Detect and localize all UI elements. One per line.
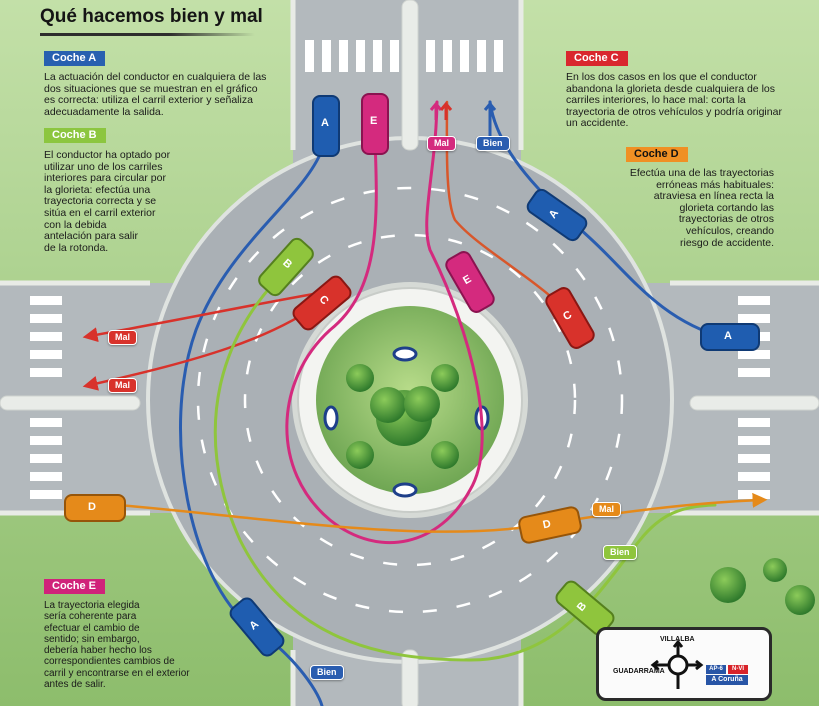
coche-d-text: Efectúa una de las trayectorias erróneas…	[612, 167, 774, 249]
car-a-top: A	[312, 95, 340, 157]
coche-c-line: carriles interiores, lo hace mal: corta …	[566, 94, 746, 107]
coche-e-line: sería coherente para	[44, 611, 137, 623]
coche-b-text: El conductor ha optado por utilizar uno …	[44, 149, 171, 254]
coche-b-line: la glorieta: efectúa una	[44, 183, 151, 196]
coche-d-line: riesgo de accidente.	[680, 236, 774, 249]
exit-arrows	[429, 101, 497, 120]
coche-d-line: atraviesa en línea recta la	[653, 190, 774, 203]
coche-a-line: adecuadamente la salida.	[44, 105, 164, 118]
coche-a-badge: Coche A	[44, 51, 106, 66]
coche-e-line: efectuar el cambio de	[44, 622, 140, 634]
mal-tag-left-1: Mal	[108, 330, 138, 345]
roundabout-signs	[323, 346, 490, 498]
coche-e-line: debería haber hecho los	[44, 645, 152, 657]
coche-c-badge: Coche C	[566, 51, 628, 66]
sign-road-nvi: N-VI	[728, 665, 748, 674]
bien-tag-bottom: Bien	[310, 665, 344, 680]
coche-e-line: La trayectoria elegida	[44, 600, 140, 611]
path-car-e	[285, 100, 484, 544]
mal-tag-left-2: Mal	[108, 378, 138, 393]
sign-north-label: VILLALBA	[660, 636, 695, 643]
coche-b-line: utilizar uno de los carriles	[44, 160, 163, 173]
coche-e-badge: Coche E	[44, 579, 106, 594]
title-rule	[40, 33, 255, 36]
coche-a-line: es correcta: utiliza el carril exterior …	[44, 94, 253, 107]
page-title: Qué hacemos bien y mal	[40, 6, 263, 27]
path-car-b	[213, 263, 717, 662]
coche-b-badge: Coche B	[44, 128, 106, 143]
coche-c-line: un accidente.	[566, 117, 629, 130]
bien-tag-right: Bien	[603, 545, 637, 560]
coche-e-line: correspondientes cambios de	[44, 656, 175, 668]
lane-markings	[196, 186, 624, 614]
coche-d-badge: Coche D	[626, 147, 688, 162]
coche-c-text: En los dos casos en los que el conductor…	[566, 71, 782, 130]
coche-b-line: sitúa en el carril exterior	[44, 206, 156, 219]
coche-c-line: abandona la glorieta desde cualquiera de…	[566, 82, 775, 95]
coche-b-line: trayectoria correcta y se	[44, 195, 157, 208]
coche-c-line: trayectoria de otros vehículos y podría …	[566, 105, 782, 118]
roadside-bushes	[710, 558, 815, 615]
path-car-a-left	[179, 148, 324, 706]
car-d-left: D	[64, 494, 126, 522]
coche-d-line: erróneas más habituales:	[656, 178, 774, 191]
direction-sign	[596, 627, 772, 701]
mal-tag-right: Mal	[592, 502, 622, 517]
coche-b-line: de la rotonda.	[44, 241, 109, 254]
coche-d-line: glorieta cortando las	[679, 201, 774, 214]
zebra-crossings	[30, 40, 770, 499]
island-trees	[346, 364, 459, 469]
path-car-a-right	[488, 100, 727, 340]
car-a-right-exit: A	[700, 323, 760, 351]
coche-d-line: trayectorias de otros	[678, 213, 774, 226]
coche-b-line: interiores para circular por	[44, 172, 166, 185]
sign-road-ap6: AP-6	[706, 665, 726, 674]
path-car-d	[93, 492, 768, 533]
coche-a-line: dos situaciones que se muestran en el gr…	[44, 82, 258, 95]
central-island	[292, 282, 528, 518]
path-car-c-left1	[82, 290, 327, 343]
coche-e-text: La trayectoria elegida sería coherente p…	[44, 600, 190, 690]
coche-e-line: antes de salir.	[44, 679, 106, 691]
coche-d-line: Efectúa una de las trayectorias	[629, 167, 774, 179]
coche-a-line: La actuación del conductor en cualquiera…	[44, 71, 267, 83]
sign-roundabout-icon	[650, 639, 704, 689]
coche-c-line: En los dos casos en los que el conductor	[566, 71, 757, 83]
coche-e-line: carril y encontrarse en el exterior	[44, 667, 190, 679]
car-e-top: E	[361, 93, 389, 155]
coche-e-line: sentido; sin embargo,	[44, 633, 140, 645]
sign-west-label: GUADARRAMA	[613, 668, 665, 675]
coche-b-line: con la debida	[44, 218, 107, 231]
bien-tag-top: Bien	[476, 136, 510, 151]
coche-b-line: El conductor ha optado por	[44, 149, 171, 161]
sign-east-label: A Coruña	[706, 675, 748, 685]
coche-d-line: vehículos, creando	[685, 224, 774, 237]
coche-a-text: La actuación del conductor en cualquiera…	[44, 71, 267, 118]
mal-tag-top: Mal	[427, 136, 457, 151]
coche-b-line: antelación para salir	[44, 230, 138, 243]
